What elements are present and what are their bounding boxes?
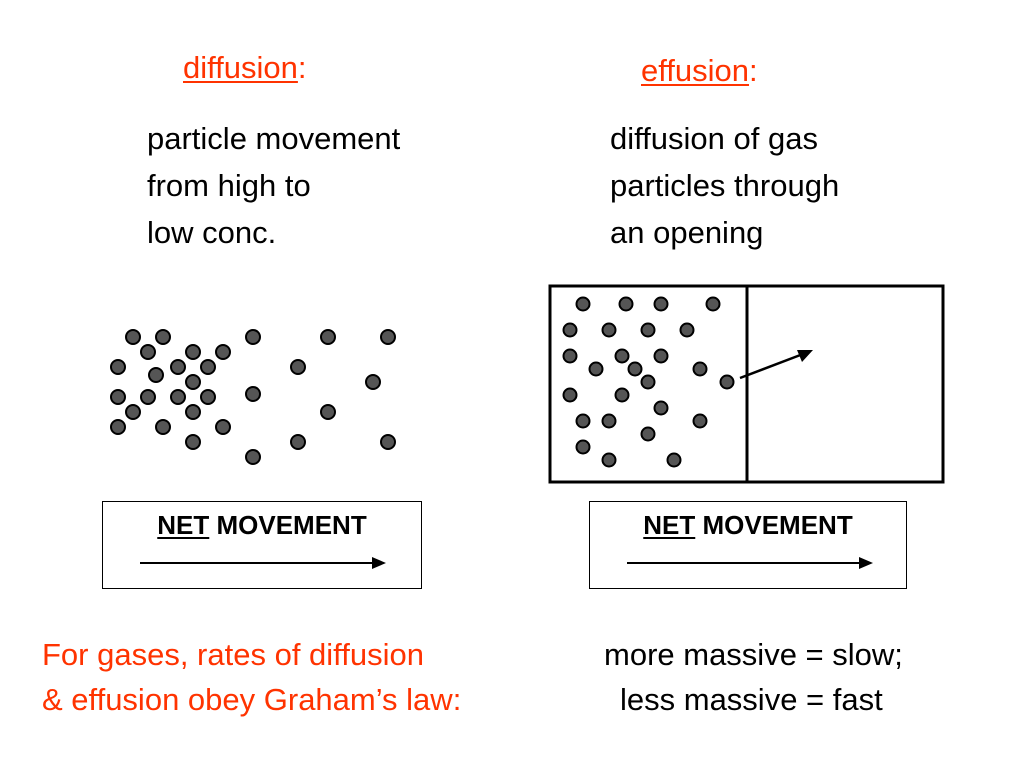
- gas-particle: [653, 348, 669, 364]
- effusion-definition-line: particles through: [610, 168, 840, 203]
- gas-particle: [185, 404, 201, 420]
- law-line: For gases, rates of diffusion: [42, 637, 424, 672]
- net-word: NET: [157, 510, 210, 540]
- diffusion-heading: diffusion:: [183, 50, 307, 86]
- effusion-definition-line: an opening: [610, 215, 764, 250]
- movement-word: MOVEMENT: [695, 510, 853, 540]
- diffusion-definition: particle movement from high to low conc.: [147, 115, 400, 256]
- diffusion-definition-line: particle movement: [147, 121, 401, 156]
- gas-particle: [666, 452, 682, 468]
- diffusion-net-movement-box: NET MOVEMENT: [102, 501, 422, 589]
- gas-particle: [614, 348, 630, 364]
- effusion-net-movement-label: NET MOVEMENT: [590, 510, 906, 541]
- gas-particle: [601, 322, 617, 338]
- gas-particle: [200, 389, 216, 405]
- rule-line: less massive = fast: [620, 682, 883, 717]
- gas-particle: [640, 374, 656, 390]
- gas-particle: [562, 348, 578, 364]
- gas-particle: [290, 434, 306, 450]
- gas-particle: [575, 296, 591, 312]
- gas-particle: [618, 296, 634, 312]
- gas-particle: [148, 367, 164, 383]
- gas-particle: [588, 361, 604, 377]
- gas-particle: [692, 361, 708, 377]
- effusion-escape-arrowhead: [797, 350, 813, 362]
- gas-particle: [185, 374, 201, 390]
- gas-particle: [320, 404, 336, 420]
- effusion-container: [548, 284, 945, 484]
- rule-line: more massive = slow;: [604, 637, 903, 672]
- gas-particle: [653, 400, 669, 416]
- gas-particle: [562, 387, 578, 403]
- gas-particle: [245, 449, 261, 465]
- gas-particle: [110, 419, 126, 435]
- gas-particle: [170, 389, 186, 405]
- law-line: & effusion obey Graham’s law:: [42, 682, 462, 717]
- gas-particle: [601, 413, 617, 429]
- diffusion-term: diffusion: [183, 50, 298, 85]
- gas-particle: [155, 329, 171, 345]
- gas-particle: [679, 322, 695, 338]
- gas-particle: [640, 322, 656, 338]
- gas-particle: [245, 329, 261, 345]
- gas-particle: [627, 361, 643, 377]
- effusion-heading: effusion:: [641, 53, 758, 89]
- grahams-law-statement: For gases, rates of diffusion & effusion…: [42, 632, 461, 722]
- effusion-escape-arrow-line: [739, 352, 804, 380]
- right-arrow-icon: [140, 557, 386, 569]
- gas-particle: [140, 389, 156, 405]
- gas-particle: [215, 419, 231, 435]
- gas-particle: [185, 434, 201, 450]
- net-word: NET: [643, 510, 696, 540]
- diffusion-net-movement-label: NET MOVEMENT: [103, 510, 421, 541]
- gas-particle: [170, 359, 186, 375]
- gas-particle: [320, 329, 336, 345]
- gas-particle: [185, 344, 201, 360]
- effusion-particle-field: [562, 296, 735, 468]
- gas-particle: [155, 419, 171, 435]
- gas-particle: [380, 329, 396, 345]
- gas-particle: [653, 296, 669, 312]
- diffusion-definition-line: from high to: [147, 168, 311, 203]
- gas-particle: [562, 322, 578, 338]
- gas-particle: [575, 439, 591, 455]
- gas-particle: [110, 359, 126, 375]
- effusion-colon: :: [749, 53, 758, 88]
- gas-particle: [601, 452, 617, 468]
- mass-rate-rule: more massive = slow; less massive = fast: [604, 632, 903, 722]
- gas-particle: [215, 344, 231, 360]
- diffusion-colon: :: [297, 50, 307, 85]
- gas-particle: [140, 344, 156, 360]
- gas-particle: [125, 329, 141, 345]
- gas-particle: [290, 359, 306, 375]
- gas-particle: [614, 387, 630, 403]
- diffusion-particle-field: [110, 329, 396, 465]
- gas-particle: [125, 404, 141, 420]
- gas-particle: [640, 426, 656, 442]
- effusion-net-movement-box: NET MOVEMENT: [589, 501, 907, 589]
- effusion-definition-line: diffusion of gas: [610, 121, 818, 156]
- gas-particle: [705, 296, 721, 312]
- movement-word: MOVEMENT: [209, 510, 367, 540]
- diffusion-definition-line: low conc.: [147, 215, 277, 250]
- gas-particle: [200, 359, 216, 375]
- gas-particle: [692, 413, 708, 429]
- right-arrow-icon: [627, 557, 873, 569]
- effusion-term: effusion: [641, 53, 750, 88]
- gas-particle: [245, 386, 261, 402]
- effusion-definition: diffusion of gas particles through an op…: [610, 115, 839, 256]
- gas-particle: [365, 374, 381, 390]
- gas-particle: [110, 389, 126, 405]
- gas-particle: [719, 374, 735, 390]
- gas-particle: [575, 413, 591, 429]
- gas-particle: [380, 434, 396, 450]
